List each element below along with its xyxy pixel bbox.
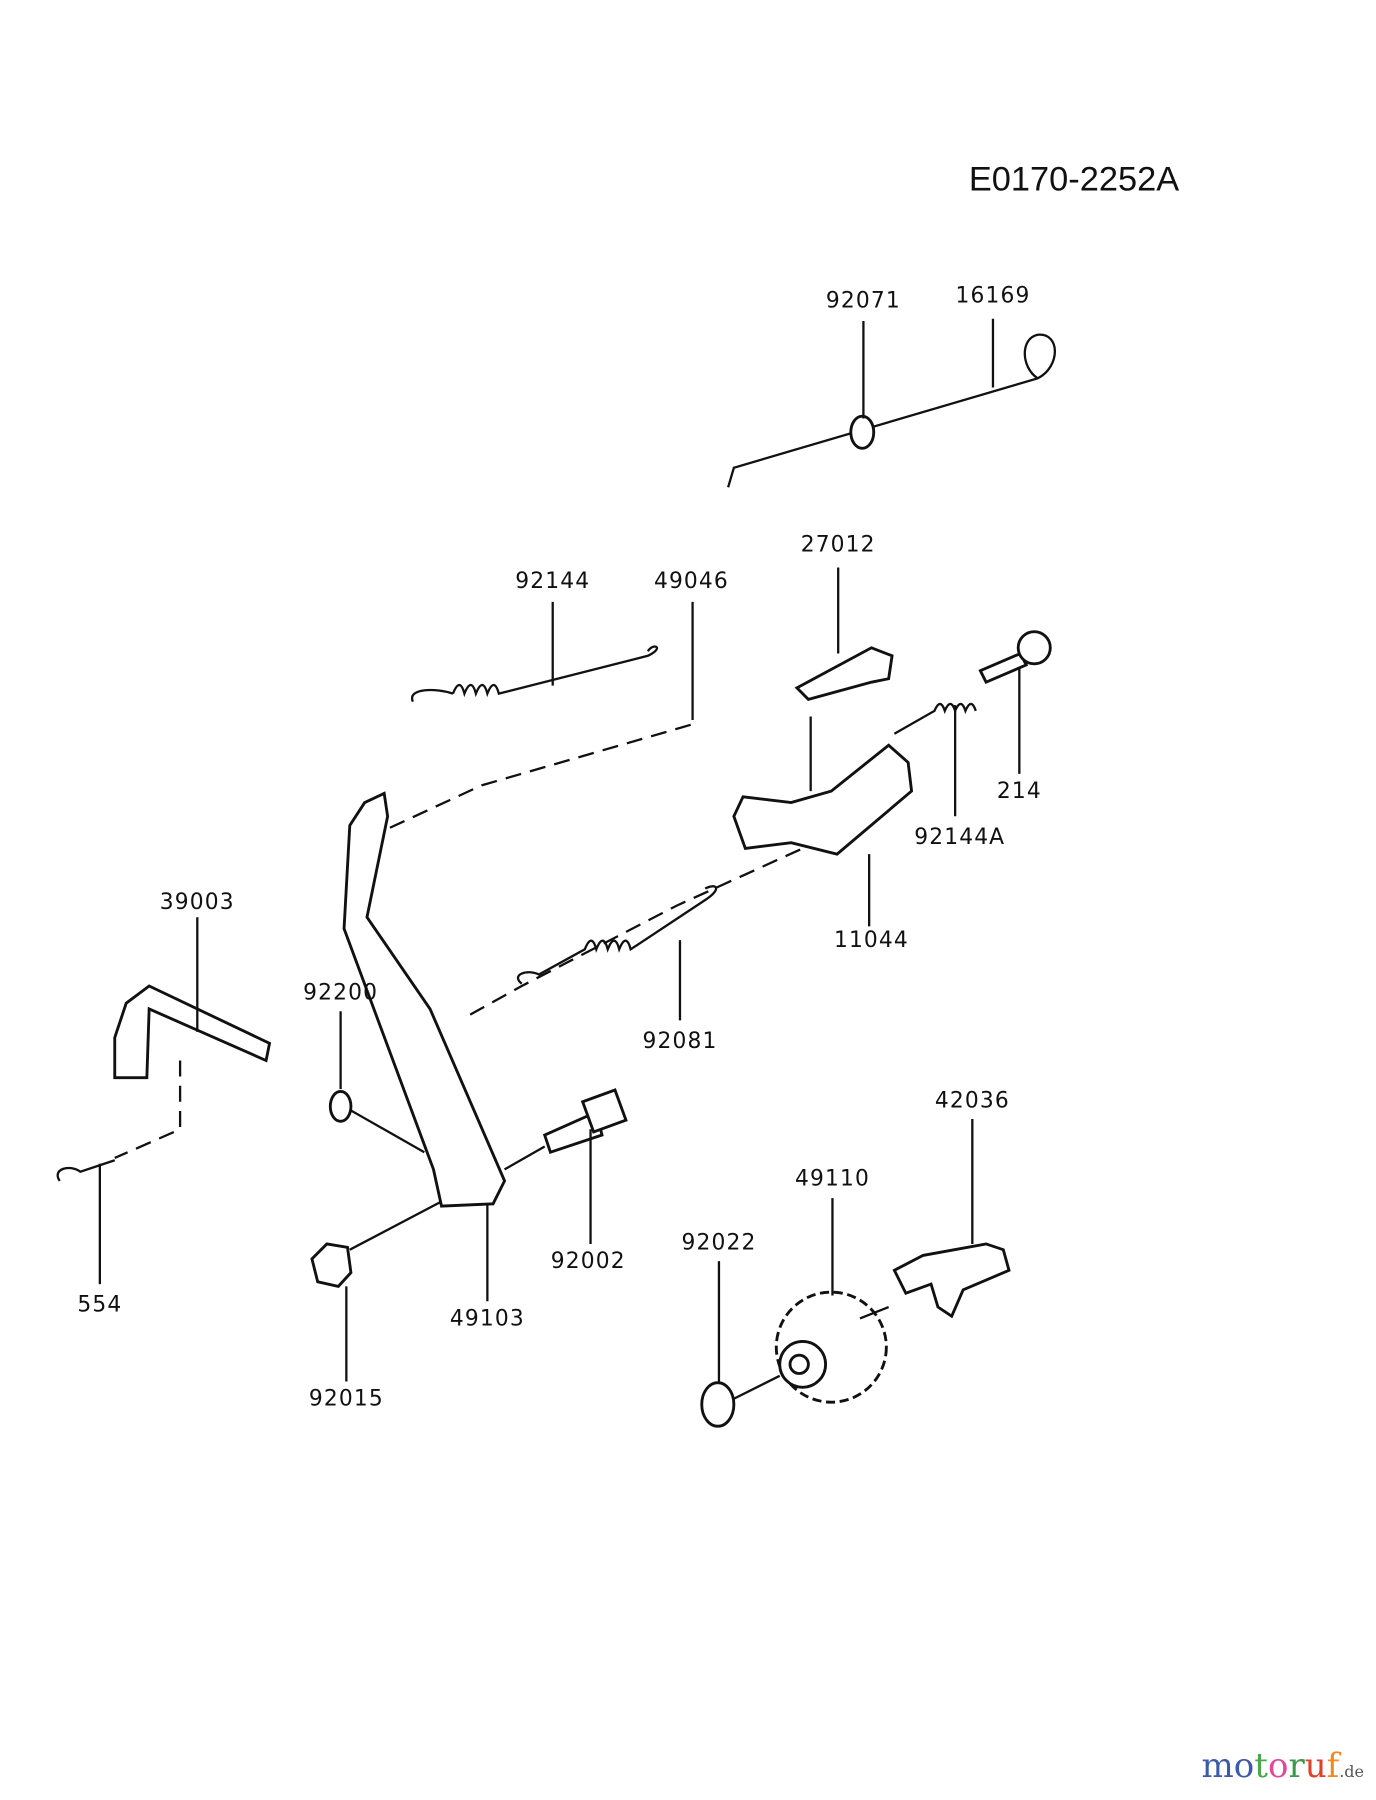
label-92144A: 92144A <box>914 825 1005 850</box>
gear-49110 <box>774 1198 888 1404</box>
nut-92015 <box>310 1200 443 1382</box>
spring-92144 <box>411 601 694 720</box>
watermark-letter: o <box>1267 1746 1289 1786</box>
label-92200: 92200 <box>303 981 378 1006</box>
label-92081: 92081 <box>642 1029 717 1054</box>
spring-92081 <box>516 885 718 1021</box>
label-49110: 49110 <box>795 1166 870 1191</box>
rod-16169 <box>727 318 1057 488</box>
label-214: 214 <box>997 779 1042 804</box>
bolt-214 <box>978 630 1052 774</box>
label-49046: 49046 <box>654 569 729 594</box>
diagram-code: E0170-2252A <box>969 160 1179 198</box>
label-11044: 11044 <box>834 928 909 953</box>
bracket-27012 <box>794 567 894 701</box>
washer-92022 <box>700 1261 781 1428</box>
watermark-letter: f <box>1326 1746 1340 1786</box>
watermark-letter: m <box>1201 1746 1234 1786</box>
watermark-letter: t <box>1254 1746 1268 1786</box>
label-554: 554 <box>77 1293 122 1318</box>
label-92022: 92022 <box>681 1231 756 1256</box>
spring-92144A <box>893 702 977 817</box>
label-92002: 92002 <box>551 1249 626 1274</box>
label-39003: 39003 <box>160 890 235 915</box>
pin-554 <box>56 1159 116 1285</box>
label-42036: 42036 <box>935 1089 1010 1114</box>
watermark-logo: motoruf.de <box>1202 1746 1364 1786</box>
part-labels: 92071 16169 27012 92144 49046 214 92144A… <box>77 284 1042 1412</box>
shaft-42036 <box>859 1118 1011 1320</box>
watermark-letter: u <box>1304 1746 1327 1786</box>
label-27012: 27012 <box>801 532 876 557</box>
label-92071: 92071 <box>826 288 901 313</box>
washer-92200 <box>328 1011 425 1154</box>
watermark-suffix: .de <box>1339 1762 1364 1781</box>
label-92015: 92015 <box>309 1387 384 1412</box>
label-92144: 92144 <box>515 569 590 594</box>
watermark-letter: o <box>1233 1746 1255 1786</box>
watermark-letter: r <box>1288 1746 1305 1786</box>
bolt-92002 <box>503 1088 628 1244</box>
lever-49103 <box>342 721 804 1302</box>
watermark-text: motoruf <box>1202 1746 1340 1786</box>
bracket-11044 <box>732 716 914 927</box>
shaft-39003 <box>113 917 272 1160</box>
label-16169: 16169 <box>955 284 1030 309</box>
label-49103: 49103 <box>450 1306 525 1331</box>
